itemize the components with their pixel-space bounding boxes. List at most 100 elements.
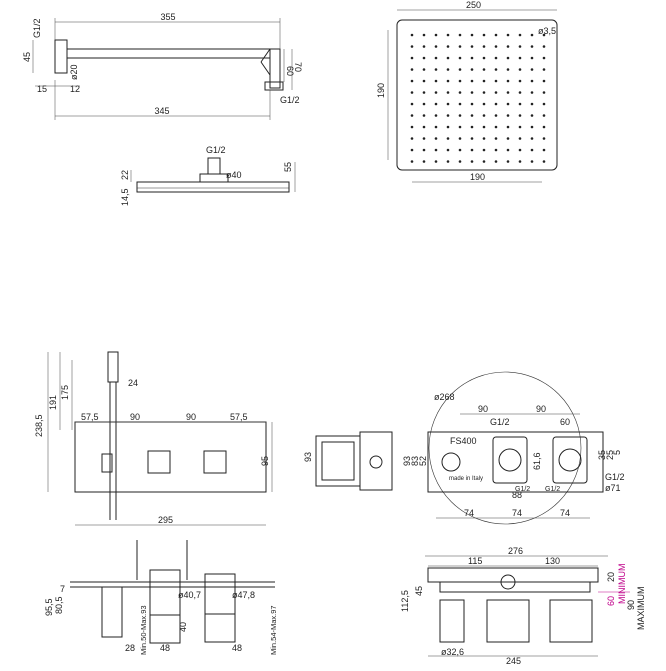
nozzle-hole — [470, 114, 474, 117]
nozzle-hole — [482, 79, 486, 83]
nozzle-hole — [542, 137, 546, 140]
nozzle-hole — [482, 137, 486, 140]
nozzle-hole — [518, 160, 522, 163]
wall-flange — [54, 39, 68, 74]
valve-model-label: FS400 — [450, 436, 477, 446]
nozzle-hole — [470, 160, 474, 163]
nozzle-hole — [470, 79, 474, 83]
dim-head-22: 22 — [120, 170, 130, 180]
nozzle-hole — [494, 102, 498, 106]
nozzle-hole — [482, 148, 486, 152]
nozzle-hole — [470, 125, 474, 129]
nozzle-hole — [482, 102, 486, 106]
dim-section-28: 28 — [125, 643, 135, 653]
nozzle-hole — [518, 114, 522, 117]
nozzle-hole — [482, 91, 486, 94]
nozzle-hole — [530, 148, 534, 152]
valve-section-view: 95,5 80,5 7 Min.50-Max.93 Min.54-Max.97 … — [44, 540, 278, 655]
nozzle-hole — [494, 91, 498, 94]
nozzle-hole — [434, 33, 438, 37]
nozzle-hole — [470, 102, 474, 106]
dim-valve-74a: 74 — [464, 508, 474, 518]
dim-valve-52: 52 — [418, 456, 428, 466]
dim-arm-345: 345 — [154, 106, 169, 116]
nozzle-hole — [518, 102, 522, 106]
nozzle-hole — [410, 148, 414, 152]
dim-box-245: 245 — [506, 656, 521, 666]
nozzle-hole — [446, 137, 450, 140]
dim-head-55: 55 — [283, 162, 293, 172]
nozzle-hole — [434, 148, 438, 152]
dim-arm-15: 15 — [37, 84, 47, 94]
nozzle-hole — [494, 79, 498, 83]
dim-plate-295: 295 — [158, 515, 173, 525]
nozzle-hole — [542, 56, 546, 60]
nozzle-hole — [542, 160, 546, 163]
nozzle-hole — [470, 148, 474, 152]
nozzle-hole — [434, 102, 438, 106]
nozzle-hole — [470, 137, 474, 140]
nozzle-hole — [410, 79, 414, 83]
nozzle-hole — [446, 79, 450, 83]
dim-valve-90a: 90 — [478, 404, 488, 414]
nozzle-hole — [542, 125, 546, 129]
nozzle-hole — [482, 56, 486, 60]
dim-arm-70: 70 — [293, 62, 303, 72]
nozzle-hole — [422, 148, 426, 152]
nozzle-hole — [518, 125, 522, 129]
nozzle-hole — [422, 33, 426, 37]
nozzle-hole — [446, 125, 450, 129]
nozzle-hole — [530, 114, 534, 117]
dim-valve-90b: 90 — [536, 404, 546, 414]
dim-head-190-bottom: 190 — [470, 172, 485, 182]
nozzle-hole — [506, 102, 510, 106]
nozzle-hole — [470, 56, 474, 60]
dim-section-min1: Min.50-Max.93 — [139, 605, 148, 655]
dim-head-190-left: 190 — [376, 83, 386, 98]
nozzle-hole — [446, 91, 450, 94]
nozzle-hole — [482, 68, 486, 71]
nozzle-hole — [434, 79, 438, 83]
nozzle-hole — [518, 148, 522, 152]
dim-section-80: 80,5 — [54, 596, 64, 614]
nozzle-hole — [482, 125, 486, 129]
dim-box-115: 115 — [468, 556, 482, 566]
nozzle-hole — [434, 114, 438, 117]
nozzle-hole — [506, 56, 510, 60]
nozzle-hole — [506, 148, 510, 152]
thread-valve-b1: G1/2 — [515, 486, 530, 493]
dim-box-20: 20 — [606, 572, 616, 582]
hand-shower-plate-view: 24 238,5 191 175 57,5 90 90 57,5 295 95 — [34, 351, 273, 526]
nozzle-hole — [482, 33, 486, 37]
nozzle-hole — [422, 114, 426, 117]
dim-valve-circle: ø268 — [434, 392, 455, 402]
nozzle-hole — [530, 137, 534, 140]
thread-arm-left: G1/2 — [32, 18, 42, 38]
dim-section-40b: 40 — [178, 622, 188, 632]
nozzle-hole — [446, 114, 450, 117]
nozzle-hole — [458, 33, 462, 37]
nozzle-hole — [542, 45, 546, 48]
dim-hand-238: 238,5 — [34, 414, 44, 437]
nozzle-hole — [542, 68, 546, 71]
thread-arm-right: G1/2 — [280, 95, 300, 105]
nozzle-hole — [422, 79, 426, 83]
thread-valve-b2: G1/2 — [545, 486, 560, 493]
nozzle-hole — [506, 68, 510, 71]
nozzle-hole — [446, 33, 450, 37]
dim-head-14: 14,5 — [120, 188, 130, 206]
dim-valve-83: 83 — [410, 456, 420, 466]
dim-valve-93: 93 — [402, 456, 412, 466]
nozzle-hole — [422, 91, 426, 94]
nozzle-hole — [434, 91, 438, 94]
nozzle-hole — [518, 45, 522, 48]
nozzle-hole — [530, 33, 534, 37]
nozzle-hole — [470, 68, 474, 71]
box-front-view: 276 115 130 45 112,5 20 60 MINIMUM 90 MA… — [400, 546, 646, 666]
nozzle-hole — [410, 102, 414, 106]
nozzle-hole — [494, 125, 498, 129]
nozzle-hole — [518, 79, 522, 83]
dim-section-min2: Min.54-Max.97 — [269, 605, 278, 655]
dim-hand-191: 191 — [48, 395, 58, 410]
